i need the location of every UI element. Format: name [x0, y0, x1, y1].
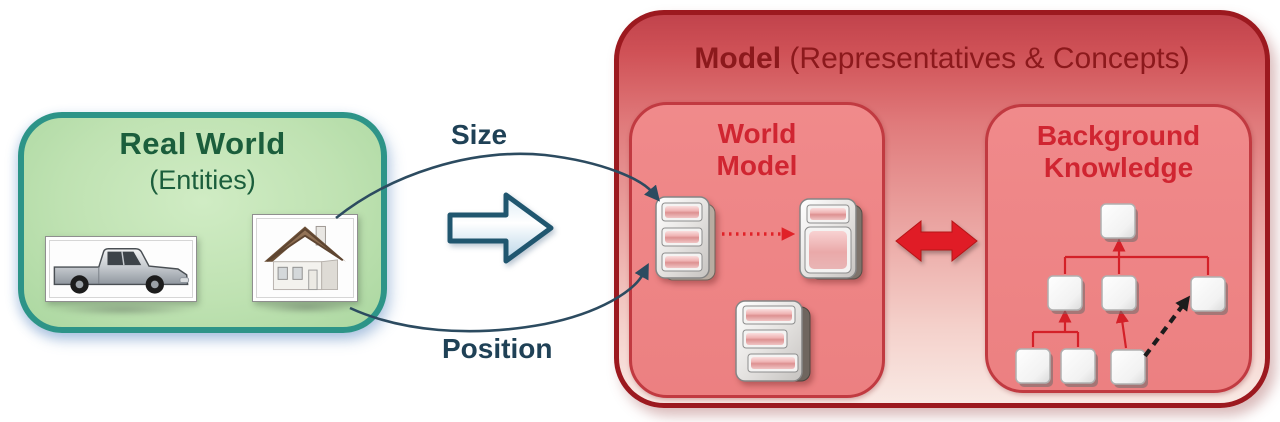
model-title-rest: (Representatives & Concepts) [781, 42, 1190, 75]
world-model-title-line1: World [717, 118, 797, 149]
size-label: Size [451, 119, 508, 150]
background-knowledge-box: Background Knowledge [985, 104, 1252, 393]
knowledge-tree [1015, 203, 1228, 388]
world-model-title-line2: Model [716, 150, 798, 181]
world-model-object-icon-left [655, 196, 716, 281]
position-curve-arrow [349, 262, 649, 333]
tree-node-bottom-middle [1060, 348, 1098, 387]
house-shadow [256, 301, 356, 314]
background-knowledge-title-line1: Background [1036, 120, 1201, 151]
background-knowledge-title: Background Knowledge [988, 120, 1249, 184]
tree-node-mid-right [1190, 276, 1228, 315]
background-knowledge-title-line2: Knowledge [1043, 152, 1194, 183]
truck-image [45, 236, 197, 302]
world-model-title: World Model [632, 118, 882, 182]
tree-connectors [1031, 238, 1210, 349]
real-world-title: Real World [119, 126, 286, 161]
dashed-link-arrow [1143, 295, 1191, 358]
tree-node-mid-center [1101, 275, 1139, 314]
tree-node-mid-left [1047, 275, 1085, 314]
house-image [252, 214, 358, 302]
model-title: Model (Representatives & Concepts) [619, 42, 1265, 76]
model-title-bold: Model [694, 42, 782, 75]
real-world-subtitle: (Entities) [149, 165, 256, 195]
world-model-object-icon-bottom [735, 300, 811, 382]
pickup-truck-icon [53, 248, 190, 294]
house-icon [264, 225, 346, 291]
tree-nodes [1015, 203, 1228, 388]
truck-shadow [50, 303, 196, 316]
tree-node-bottom-right [1110, 349, 1148, 388]
world-model-object-icon-right [799, 198, 863, 280]
position-label: Position [442, 333, 553, 364]
tree-node-top [1100, 203, 1138, 242]
tree-node-bottom-left [1015, 348, 1053, 387]
block-arrow-icon [447, 192, 554, 264]
